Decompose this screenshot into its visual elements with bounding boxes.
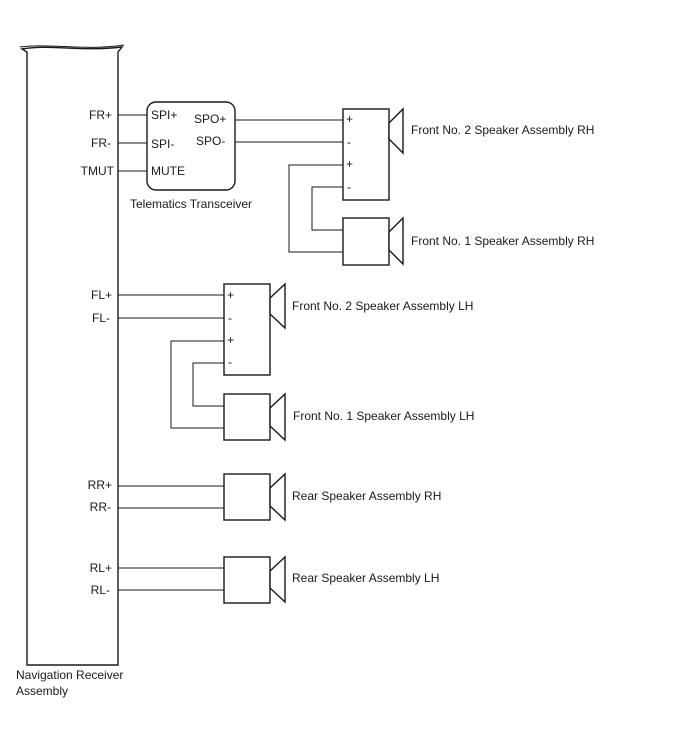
speaker-front-no1-lh-cone xyxy=(269,392,286,442)
speaker-front-no2-rh-label: Front No. 2 Speaker Assembly RH xyxy=(411,123,594,137)
telematics-transceiver-box xyxy=(146,101,236,191)
speaker-front-no2-rh: + - + - xyxy=(342,107,404,201)
navigation-receiver-top-edge xyxy=(19,44,125,48)
pin-fr-plus-label: FR+ xyxy=(89,108,112,122)
telematics-transceiver-label: Telematics Transceiver xyxy=(130,197,252,211)
speaker-front-no2-lh-plus-1: + xyxy=(227,288,234,302)
speaker-front-no2-lh-minus-2: - xyxy=(228,355,232,369)
speaker-rear-rh-label: Rear Speaker Assembly RH xyxy=(292,489,441,503)
speaker-front-no2-lh: + - + - xyxy=(223,282,286,376)
speaker-front-no2-rh-plus-2: + xyxy=(346,157,353,171)
speaker-front-no2-lh-minus-1: - xyxy=(228,311,232,325)
wire-rh-loop-plus xyxy=(288,164,343,253)
speaker-rear-lh-cone xyxy=(269,555,286,604)
navigation-receiver-label-line1: Navigation Receiver xyxy=(16,668,123,682)
speaker-front-no1-rh xyxy=(342,216,404,266)
speaker-front-no1-lh-label: Front No. 1 Speaker Assembly LH xyxy=(293,409,474,423)
pin-spi-plus-label: SPI+ xyxy=(151,108,177,122)
wire-rh-loop-minus xyxy=(311,186,343,231)
pin-mute-label: MUTE xyxy=(151,164,185,178)
speaker-rear-rh-box xyxy=(223,473,271,521)
pin-rl-minus-label: RL- xyxy=(91,583,110,597)
wire-lh-loop-plus xyxy=(170,340,224,429)
speaker-front-no2-rh-minus-2: - xyxy=(347,180,351,194)
speaker-front-no2-lh-box xyxy=(223,283,271,376)
speaker-rear-rh-cone xyxy=(269,472,286,522)
pin-rr-minus-label: RR- xyxy=(90,500,111,514)
speaker-front-no1-rh-cone xyxy=(388,216,404,266)
navigation-receiver-body xyxy=(20,46,124,666)
pin-spo-minus-label: SPO- xyxy=(196,134,225,148)
pin-fl-minus-label: FL- xyxy=(92,311,110,325)
pin-fl-plus-label: FL+ xyxy=(91,288,112,302)
speaker-front-no1-rh-box xyxy=(342,217,390,266)
speaker-rear-lh-box xyxy=(223,556,271,604)
speaker-front-no2-lh-label: Front No. 2 Speaker Assembly LH xyxy=(292,299,473,313)
speaker-front-no2-rh-minus-1: - xyxy=(347,135,351,149)
pin-rr-plus-label: RR+ xyxy=(88,478,112,492)
speaker-front-no2-lh-cone xyxy=(269,282,286,330)
pin-spi-minus-label: SPI- xyxy=(151,137,174,151)
speaker-rear-lh-label: Rear Speaker Assembly LH xyxy=(292,571,439,585)
speaker-front-no1-lh xyxy=(223,392,286,442)
speaker-rear-rh xyxy=(223,472,286,522)
wire-lh-loop-minus xyxy=(192,362,224,407)
pin-rl-plus-label: RL+ xyxy=(90,561,112,575)
speaker-front-no2-rh-cone xyxy=(388,107,404,155)
pin-tmut-label: TMUT xyxy=(81,164,115,178)
speaker-front-no1-rh-label: Front No. 1 Speaker Assembly RH xyxy=(411,234,594,248)
navigation-receiver-label-line2: Assembly xyxy=(16,684,68,698)
speaker-front-no1-lh-box xyxy=(223,393,271,441)
speaker-front-no2-lh-plus-2: + xyxy=(227,333,234,347)
pin-fr-minus-label: FR- xyxy=(91,136,111,150)
speaker-front-no2-rh-plus-1: + xyxy=(346,112,353,126)
speaker-front-no2-rh-box xyxy=(342,108,390,201)
pin-spo-plus-label: SPO+ xyxy=(194,112,226,126)
speaker-rear-lh xyxy=(223,555,286,604)
